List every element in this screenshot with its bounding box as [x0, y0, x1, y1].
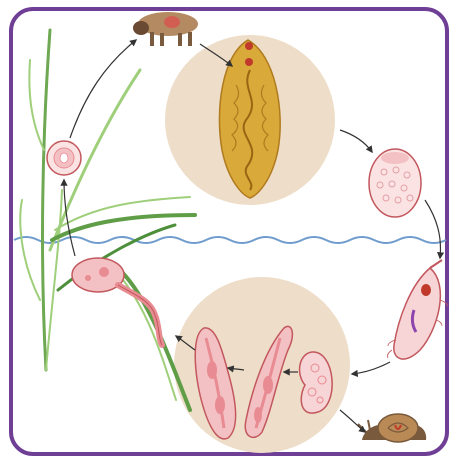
metacercaria-icon	[47, 141, 81, 175]
egg-icon	[369, 149, 421, 217]
sporocyst-icon	[300, 352, 333, 413]
